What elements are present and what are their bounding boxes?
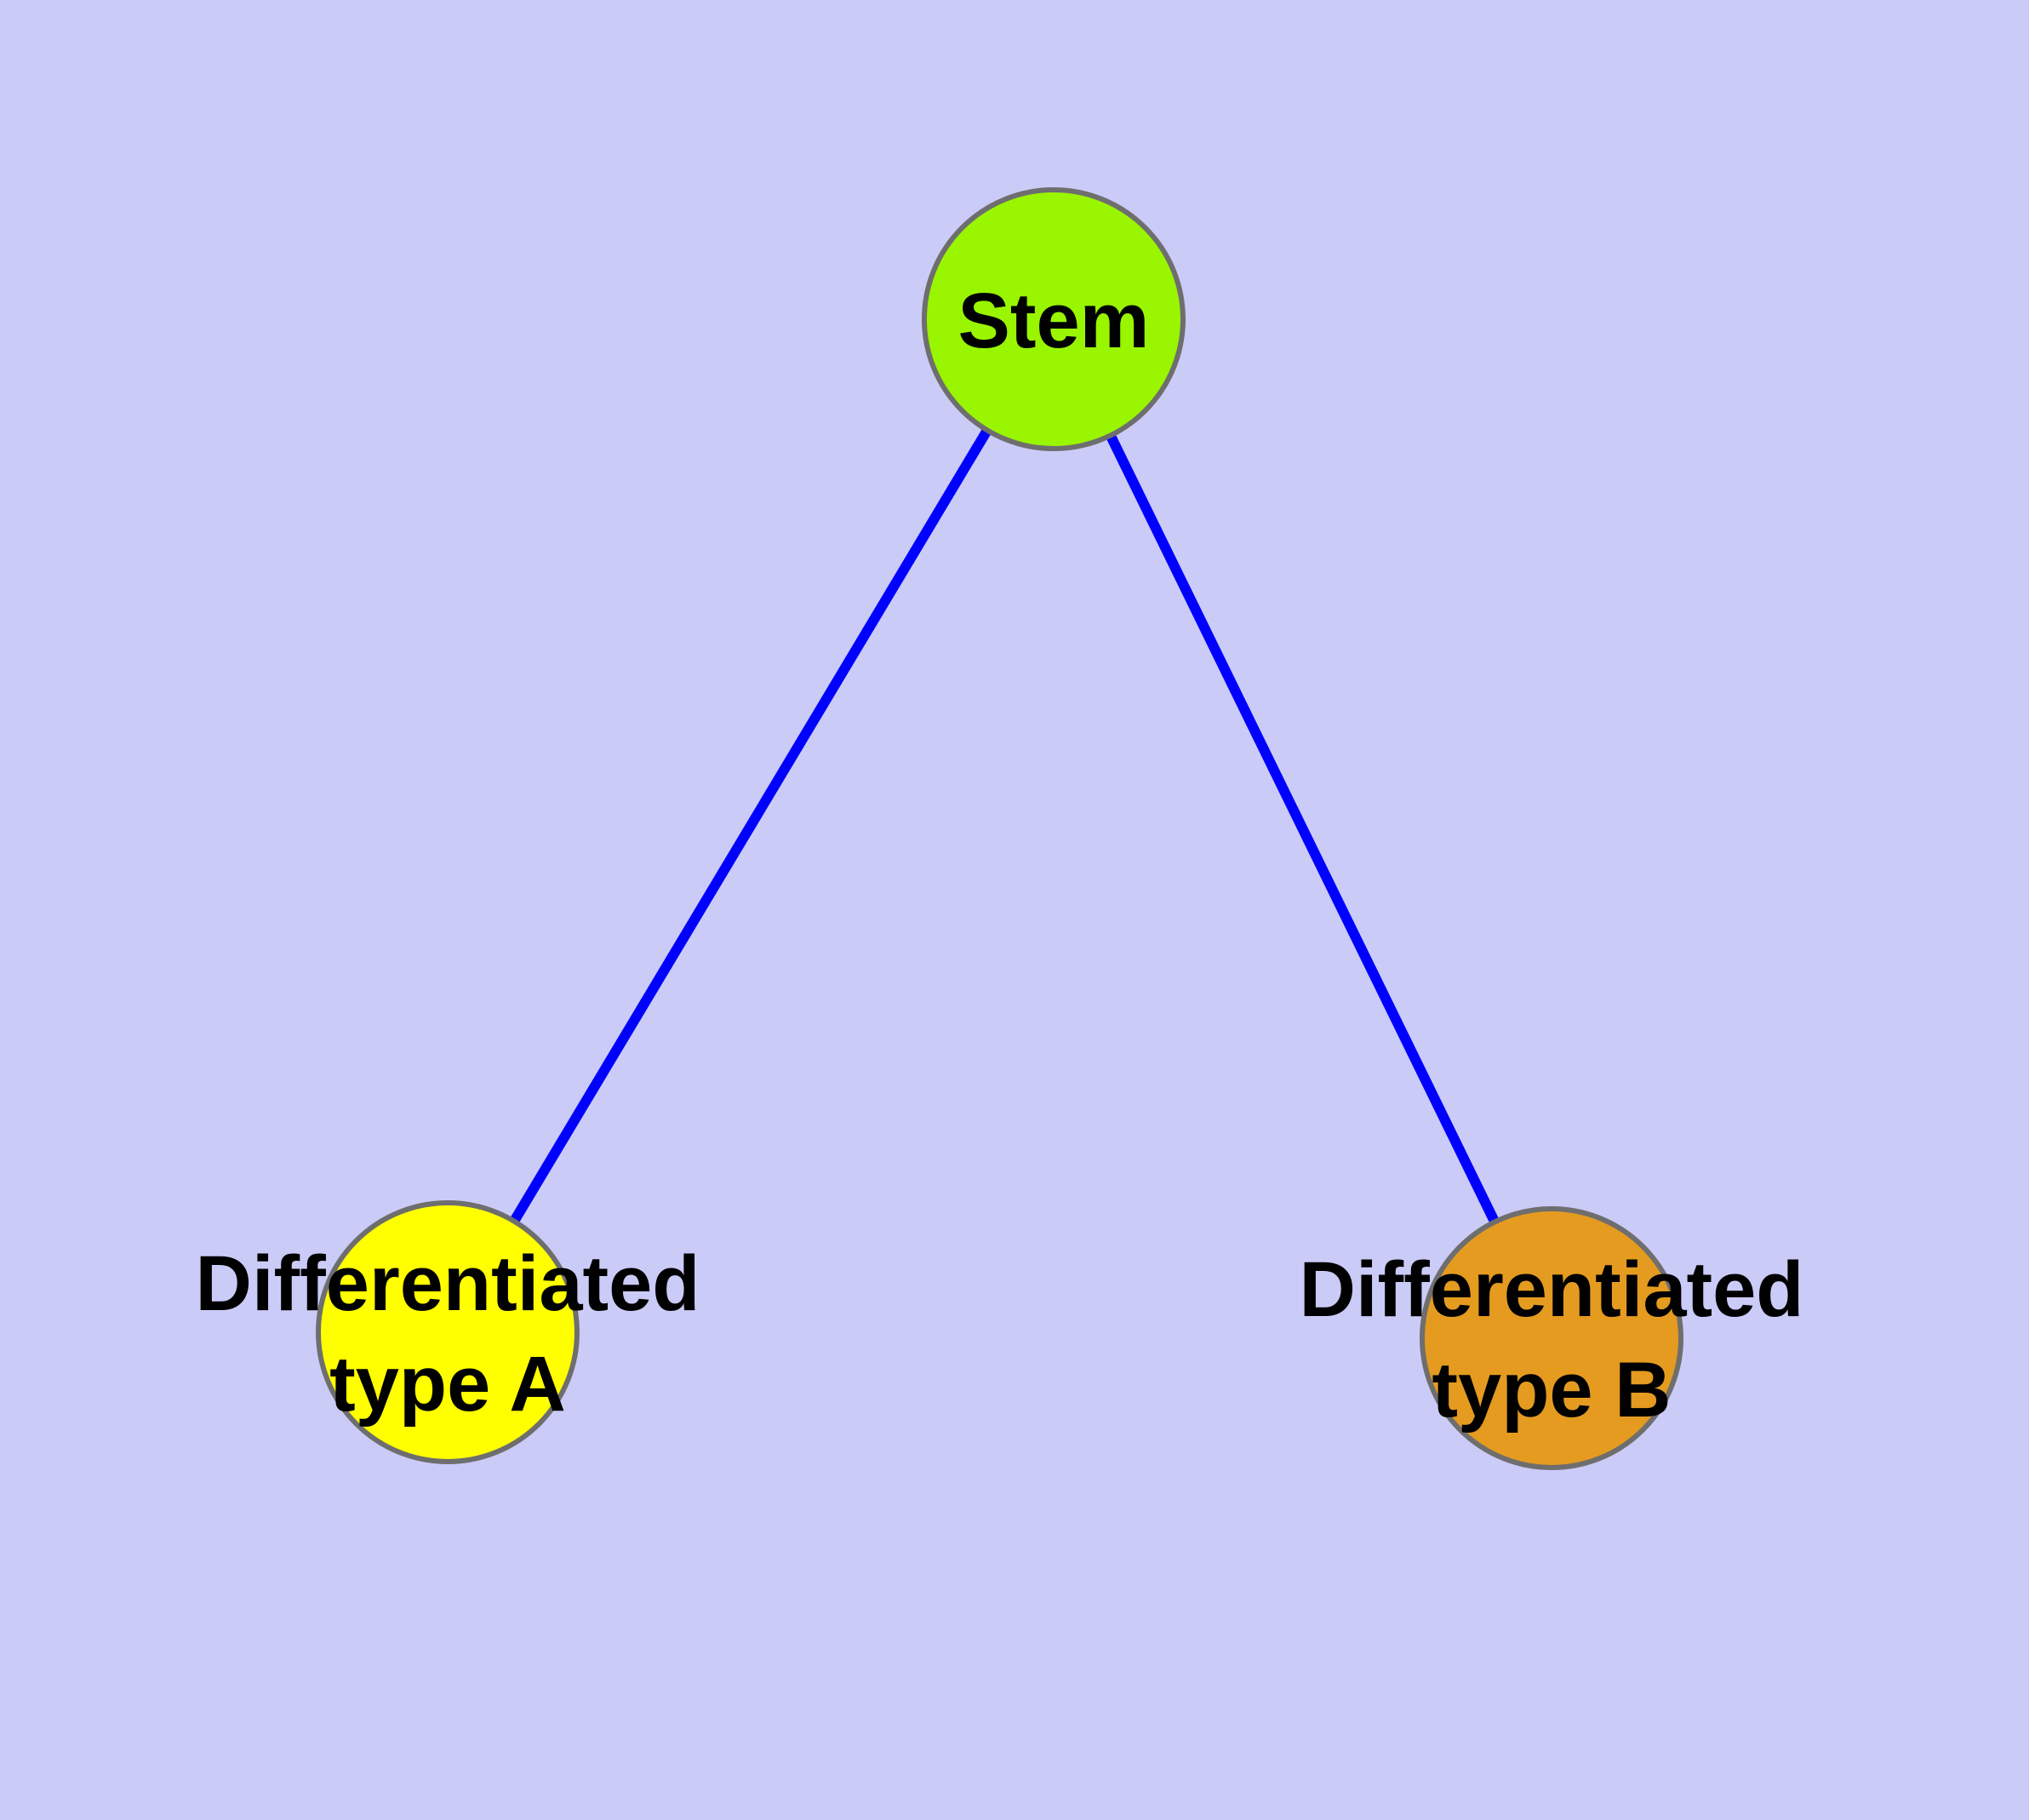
node-diff-a-label-line-2: type A [329, 1341, 566, 1428]
node-diff-a [316, 1200, 580, 1464]
node-diff-b-label-line-1: Differentiated [1300, 1246, 1804, 1333]
edge-stem-to-diff-b [1049, 317, 1557, 1341]
node-diff-a-label-line-1: Differentiated [196, 1240, 700, 1327]
node-diff-b-label-line-2: type B [1432, 1347, 1671, 1434]
node-diff-b [1420, 1206, 1683, 1470]
node-stem [922, 187, 1186, 451]
node-stem-label-line-1: Stem [958, 278, 1150, 364]
edge-stem-to-diff-a [443, 316, 1059, 1336]
